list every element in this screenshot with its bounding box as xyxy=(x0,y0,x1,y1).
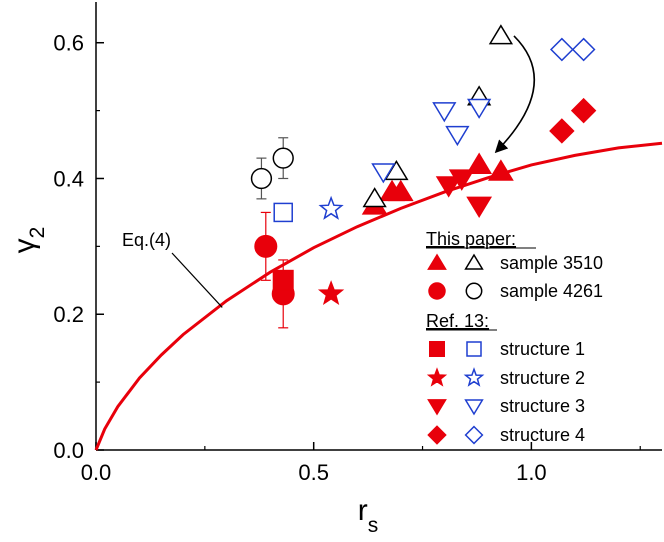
legend-heading-ref: Ref. 13: xyxy=(426,311,489,331)
axis-titles: rs γ2 xyxy=(8,227,378,537)
data-point xyxy=(488,159,514,181)
data-point xyxy=(432,102,457,123)
y-axis-title: γ2 xyxy=(8,227,49,254)
data-point xyxy=(371,163,396,184)
data-point xyxy=(549,118,575,144)
curve-label: Eq.(4) xyxy=(122,230,171,250)
legend-open-marker xyxy=(464,425,484,445)
legend-open-marker xyxy=(463,367,485,387)
data-point xyxy=(317,280,345,306)
y-tick-label: 0.4 xyxy=(53,166,84,191)
data-point xyxy=(273,202,293,223)
data-point xyxy=(466,152,493,174)
legend-open-marker xyxy=(464,253,484,270)
legend-filled-marker xyxy=(427,425,447,445)
data-point xyxy=(250,167,273,190)
y-axis-title-text: γ2 xyxy=(8,227,49,254)
legend-label: structure 4 xyxy=(500,425,585,445)
y-tick-label: 0.6 xyxy=(53,31,84,56)
data-point xyxy=(466,196,493,219)
data-point xyxy=(571,37,596,62)
curve-layer xyxy=(94,141,663,451)
legend-label: structure 3 xyxy=(500,396,585,416)
legend-filled-marker xyxy=(427,253,447,270)
data-point xyxy=(445,125,470,147)
x-tick-label: 0.5 xyxy=(298,460,329,485)
legend-label: sample 3510 xyxy=(500,253,603,273)
legend-filled-marker xyxy=(427,399,447,416)
curve-label-leader xyxy=(171,252,223,308)
x-tick-label: 1.0 xyxy=(516,460,547,485)
y-tick-label: 0.2 xyxy=(53,302,84,327)
data-point xyxy=(570,97,597,124)
data-point xyxy=(448,169,475,191)
legend-label: structure 1 xyxy=(500,339,585,359)
data-point xyxy=(254,234,278,258)
axes xyxy=(95,2,662,451)
legend-filled-marker xyxy=(429,341,445,357)
legend-label: sample 4261 xyxy=(500,281,603,301)
annotation-layer: Eq.(4) xyxy=(122,35,535,308)
legend: This paper: sample 3510 sample 4261 structu… xyxy=(426,229,603,445)
legend-open-marker xyxy=(464,399,484,416)
x-axis-title: rs xyxy=(358,494,379,537)
data-point xyxy=(467,98,492,119)
theory-curve xyxy=(94,141,663,451)
data-point xyxy=(272,147,294,169)
legend-open-marker xyxy=(465,282,483,300)
data-point xyxy=(550,37,574,62)
legend-open-marker xyxy=(466,341,482,357)
points-layer xyxy=(250,24,597,329)
legend-filled-marker xyxy=(426,367,448,387)
legend-filled-marker xyxy=(428,282,446,300)
shift-arrow xyxy=(494,35,535,154)
data-point xyxy=(318,195,344,220)
y-tick-label: 0.0 xyxy=(53,438,84,463)
data-point xyxy=(272,269,294,291)
legend-heading-this-paper: This paper: xyxy=(426,229,516,249)
ticks: 0.0 0.5 1.0 0.0 0.2 0.4 0.6 xyxy=(53,31,641,485)
data-point xyxy=(362,187,387,208)
data-point xyxy=(387,179,414,202)
data-point xyxy=(488,24,514,45)
legend-label: structure 2 xyxy=(500,368,585,388)
x-tick-label: 0.0 xyxy=(81,460,112,485)
data-point xyxy=(435,176,462,198)
